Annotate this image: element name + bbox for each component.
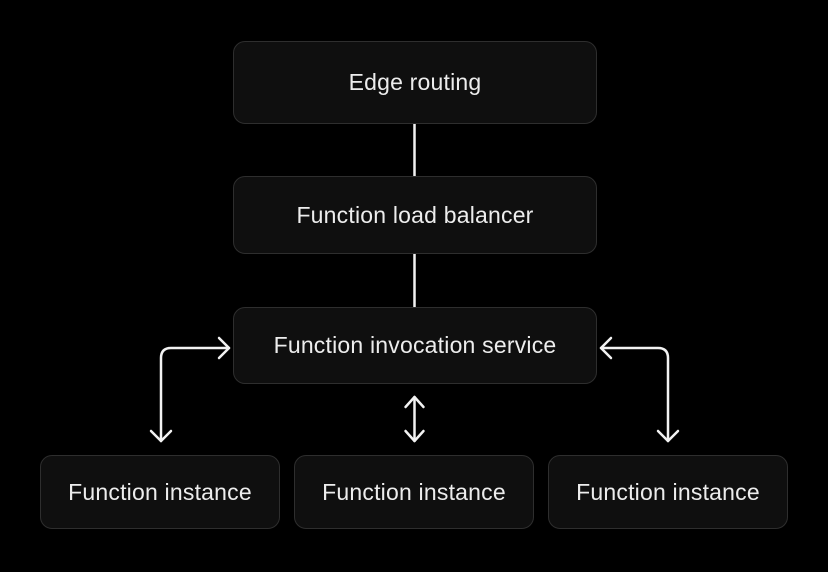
node-function-instance-2-label: Function instance: [322, 478, 506, 505]
node-function-invocation-service-label: Function invocation service: [273, 332, 557, 358]
node-edge-routing-label: Edge routing: [348, 69, 482, 95]
node-function-instance-3: Function instance: [548, 455, 788, 529]
node-function-instance-3-label: Function instance: [576, 478, 760, 505]
node-function-load-balancer-label: Function load balancer: [296, 201, 534, 228]
arrowhead-left-icon: [599, 336, 613, 360]
node-function-invocation-service: Function invocation service: [233, 307, 597, 384]
node-function-load-balancer: Function load balancer: [233, 176, 597, 254]
node-edge-routing: Edge routing: [233, 41, 597, 124]
node-function-instance-2: Function instance: [294, 455, 534, 529]
node-function-instance-1-label: Function instance: [68, 478, 252, 505]
node-function-instance-1: Function instance: [40, 455, 280, 529]
connector-invocation-service-to-instance-3: [599, 336, 680, 443]
arrowhead-down-icon: [404, 429, 425, 443]
arrowhead-down-icon: [656, 429, 680, 443]
connector-invocation-service-to-instance-1: [149, 336, 231, 443]
arrowhead-right-icon: [217, 336, 231, 360]
connector-invocation-service-to-instance-2: [404, 395, 425, 443]
arrowhead-up-icon: [404, 395, 425, 409]
arrowhead-down-icon: [149, 429, 173, 443]
